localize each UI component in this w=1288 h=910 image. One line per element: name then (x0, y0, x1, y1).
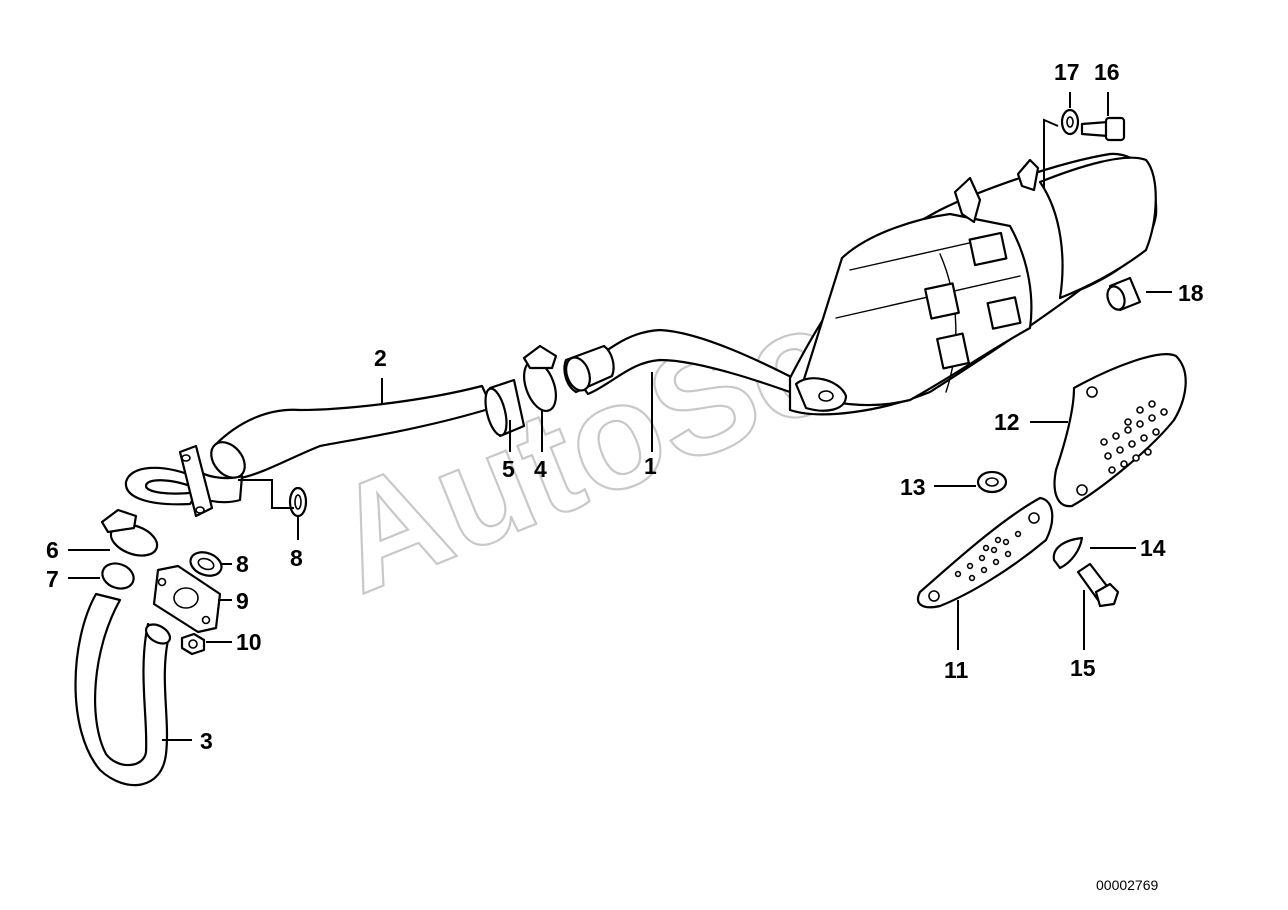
callout-17[interactable]: 17 (1054, 59, 1080, 85)
callout-4[interactable]: 4 (534, 456, 547, 482)
callout-labels: 1 2 3 4 5 6 7 8 8 9 10 11 12 13 14 15 16… (46, 59, 1204, 754)
part-5-sleeve (484, 378, 526, 438)
callout-9[interactable]: 9 (236, 588, 249, 614)
part-10-nut (180, 632, 206, 656)
callout-14[interactable]: 14 (1140, 535, 1166, 561)
part-15-bolt (1076, 562, 1120, 608)
callout-5[interactable]: 5 (502, 456, 515, 482)
part-14-spacer (1052, 536, 1084, 570)
callout-15[interactable]: 15 (1070, 655, 1096, 681)
part-2-front-pipe (124, 384, 494, 518)
part-3-pipe (74, 592, 172, 787)
callout-6[interactable]: 6 (46, 537, 59, 563)
callout-11[interactable]: 11 (944, 657, 969, 683)
part-11-heat-shield-bracket (916, 496, 1054, 609)
part-12-heat-shield (1053, 353, 1187, 508)
part-1-muffler-assembly (563, 152, 1158, 416)
callout-7[interactable]: 7 (46, 566, 59, 592)
part-4-hose-clamp (522, 344, 558, 412)
part-8-gasket-upper (288, 486, 308, 518)
part-13-washer (976, 470, 1008, 494)
callout-1[interactable]: 1 (644, 453, 657, 479)
callout-2[interactable]: 2 (374, 345, 387, 371)
callout-16[interactable]: 16 (1094, 59, 1120, 85)
part-17-washer (1060, 108, 1080, 136)
part-7-sleeve (101, 562, 135, 590)
part-6-hose-clamp (100, 508, 159, 557)
document-number: 00002769 (1096, 877, 1159, 893)
callout-12[interactable]: 12 (994, 409, 1020, 435)
part-18-sleeve (1106, 276, 1142, 312)
part-8-gasket-lower (189, 551, 223, 577)
part-9-flange (152, 564, 222, 634)
callout-8-lower[interactable]: 8 (236, 551, 249, 577)
callout-10[interactable]: 10 (236, 629, 262, 655)
callout-18[interactable]: 18 (1178, 280, 1204, 306)
callout-13[interactable]: 13 (900, 474, 926, 500)
shield-perforations (954, 530, 1022, 582)
callout-3[interactable]: 3 (200, 728, 213, 754)
leader-lines (68, 92, 1172, 741)
part-16-bolt (1080, 116, 1126, 142)
callout-8-upper[interactable]: 8 (290, 545, 303, 571)
shield-perforations (1100, 400, 1168, 474)
